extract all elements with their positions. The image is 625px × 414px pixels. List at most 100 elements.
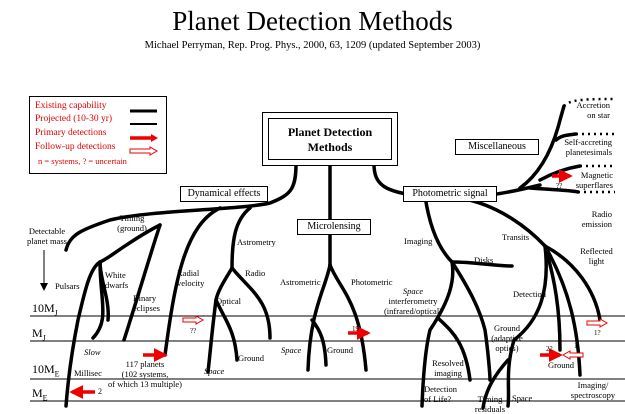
- mass-level-10me: 10ME: [32, 362, 60, 378]
- label-detection-of-life: Detection of Life?: [424, 384, 457, 404]
- label-white-dwarfs: White dwarfs: [105, 270, 128, 290]
- branch-radio-emission: [528, 186, 580, 194]
- label-line: Reflected: [580, 246, 613, 256]
- label-line: Resolved: [432, 358, 464, 368]
- root-node: Planet Detection Methods: [262, 112, 398, 166]
- label-reflected-light: Reflected light: [574, 246, 619, 266]
- label-line: (ground): [117, 223, 147, 233]
- label-line: Space: [402, 286, 424, 296]
- category-misc: Miscellaneous: [455, 139, 539, 155]
- label-line: residuals: [474, 404, 506, 414]
- legend: Existing capability Projected (10-30 yr)…: [29, 96, 167, 174]
- count-pulsar: 2: [98, 387, 102, 396]
- label-space-interferometry: Space interferometry (infrared/optical): [383, 286, 443, 316]
- mass-base: M: [32, 386, 43, 400]
- label-line: velocity: [177, 278, 205, 288]
- label-transit-ground: Ground: [548, 360, 574, 370]
- branch-detection-life: [436, 316, 472, 382]
- mass-base: 10M: [32, 301, 55, 315]
- label-line: of which 13 multiple): [108, 379, 182, 389]
- count-reflected-followup: 1?: [594, 329, 601, 337]
- label-disks: Disks: [474, 255, 494, 265]
- label-self-accreting: Self-accreting planetesimals: [555, 137, 612, 157]
- label-transit-space: Space: [512, 393, 533, 403]
- mass-base: 10M: [32, 362, 55, 376]
- count-transit-followup: 1: [574, 342, 578, 350]
- label-line: Magnetic: [580, 170, 613, 180]
- label-ground-astrometry: Ground: [238, 353, 264, 363]
- label-radio-emission: Radio emission: [570, 209, 612, 229]
- legend-projected: Projected (10-30 yr): [35, 114, 113, 124]
- branch-white-dwarfs: [98, 260, 110, 322]
- branch-radial-velocity: [163, 206, 222, 357]
- branch-optical: [206, 266, 234, 374]
- label-magnetic: Magnetic superflares: [565, 170, 613, 190]
- arrow-transit-followup: [561, 350, 584, 360]
- root-line1: Planet Detection: [287, 125, 373, 139]
- arrow-binary-followup: [182, 315, 205, 325]
- label-accretion: Accretion on star: [568, 100, 610, 120]
- label-line: emission: [581, 219, 612, 229]
- category-photometric: Photometric signal: [403, 186, 497, 202]
- mass-sub: J: [54, 308, 58, 318]
- label-line: 117 planets: [125, 359, 165, 369]
- branch-imaging-spectroscopy: [543, 244, 582, 377]
- label-radial-velocity: Radial velocity: [177, 268, 204, 288]
- label-line: Radial: [177, 268, 200, 278]
- page-title: Planet Detection Methods: [172, 6, 453, 36]
- label-line: superflares: [575, 180, 613, 190]
- label-imaging: Imaging: [404, 236, 433, 246]
- label-timing: Timing (ground): [112, 213, 152, 233]
- citation: Michael Perryman, Rep. Prog. Phys., 2000…: [144, 40, 481, 51]
- label-line: (102 systems,: [121, 369, 169, 379]
- branch-resolved: [450, 260, 492, 382]
- label-ml-space: Space: [281, 345, 302, 355]
- mass-gridlines: [30, 315, 625, 402]
- branch-transit-detection: [543, 244, 562, 352]
- mass-level-me: ME: [32, 386, 48, 402]
- branch-ml-photometric: [328, 263, 368, 372]
- label-line: Timing: [477, 394, 503, 404]
- label-line: Ground: [494, 323, 520, 333]
- label-optical: Optical: [216, 296, 242, 306]
- branch-optical-ground: [214, 298, 239, 362]
- label-line: imaging: [434, 368, 462, 378]
- branch-timing-binary: [122, 223, 162, 342]
- legend-note: n = systems, ? = uncertain: [38, 156, 127, 166]
- label-line: Radio: [591, 209, 612, 219]
- label-ground-ao: Ground (adaptive optics): [487, 323, 527, 353]
- label-planets-count: 117 planets (102 systems, of which 13 mu…: [100, 359, 190, 389]
- label-line: dwarfs: [105, 280, 129, 290]
- label-radio: Radio: [245, 268, 266, 278]
- label-line: planetesimals: [565, 147, 612, 157]
- branch-timing: [64, 223, 162, 408]
- label-line: optics): [495, 343, 519, 353]
- label-slow: Slow: [84, 347, 101, 357]
- label-resolved-imaging: Resolved imaging: [428, 358, 468, 378]
- label-binary-eclipses: Binary eclipses: [133, 293, 160, 313]
- mass-axis-label: Detectable planet mass: [22, 226, 72, 246]
- legend-primary: Primary detections: [35, 128, 107, 138]
- branch-ml-astrometric: [306, 263, 332, 372]
- legend-existing: Existing capability: [35, 101, 107, 111]
- mass-axis-label-2: planet mass: [27, 236, 67, 246]
- branch-disks: [450, 260, 514, 268]
- label-line: (infrared/optical): [383, 306, 443, 316]
- label-ml-ground: Ground: [327, 345, 353, 355]
- label-line: spectroscopy: [570, 390, 616, 400]
- mass-axis-label-1: Detectable: [28, 226, 66, 236]
- branch-misc: [518, 104, 566, 190]
- category-dynamical: Dynamical effects: [180, 186, 268, 202]
- label-astrometric: Astrometric: [280, 277, 321, 287]
- root-line2: Methods: [307, 140, 353, 154]
- label-line: on star: [587, 110, 610, 120]
- branch-imaging: [420, 194, 455, 408]
- label-photometric: Photometric: [351, 277, 393, 287]
- label-line: Self-accreting: [564, 137, 612, 147]
- branch-ml-ground: [310, 318, 328, 367]
- label-millisec: Millisec: [74, 368, 102, 378]
- mass-sub: J: [42, 333, 46, 343]
- label-space-astrometry: Space: [204, 366, 225, 376]
- label-line: light: [588, 256, 605, 266]
